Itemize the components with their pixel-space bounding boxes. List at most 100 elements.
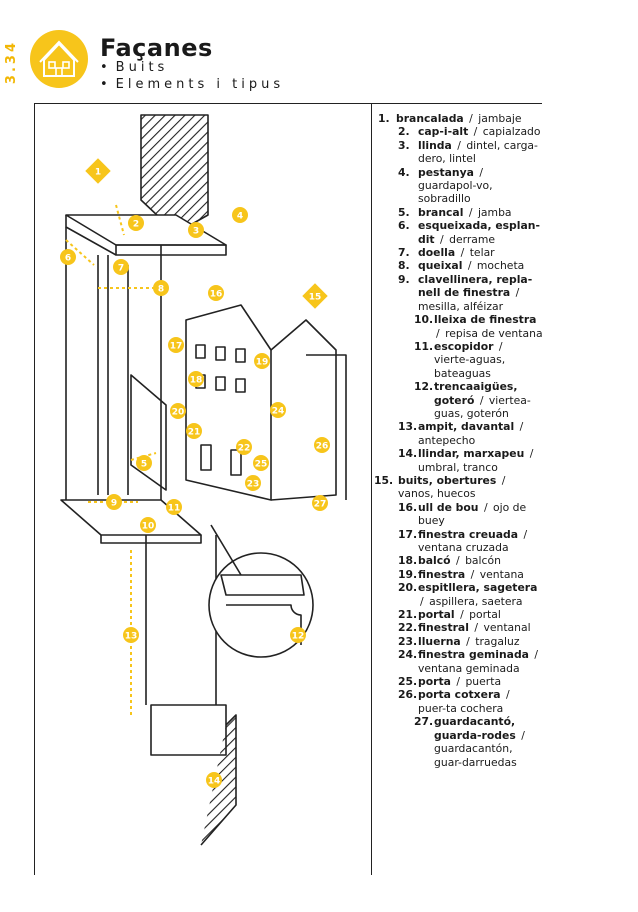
callout-marker-8: 8 — [153, 280, 169, 296]
legend-term: portal — [418, 608, 455, 622]
callout-number: 11 — [168, 504, 181, 514]
callout-number: 12 — [292, 632, 305, 642]
legend-translation: telar — [469, 246, 495, 260]
legend-separator: / — [460, 608, 464, 622]
callout-number: 5 — [141, 460, 147, 470]
legend-translation: vanos, huecos — [398, 487, 476, 501]
legend-term: escopidor — [434, 339, 494, 353]
legend-number: 20. — [398, 581, 418, 595]
legend-term: cap-i-alt — [418, 125, 469, 139]
callout-marker-11: 11 — [166, 499, 182, 515]
legend-number: 14. — [398, 447, 418, 461]
legend-translation: umbral, tranco — [418, 460, 498, 474]
legend-separator: / — [470, 567, 475, 581]
callout-marker-7: 7 — [113, 259, 129, 275]
legend-item: 25.porta / puerta — [378, 675, 543, 688]
legend-item: 19.finestra / ventana — [378, 568, 543, 581]
legend-separator: / — [420, 594, 424, 608]
legend-text: buits, obertures / vanos, huecos — [378, 474, 543, 501]
legend-translation: jamba — [477, 205, 512, 219]
top-rule — [34, 103, 542, 104]
legend-item: 13.ampit, davantal / antepecho — [378, 420, 543, 447]
legend-translation: guardacantón, guar-darruedas — [434, 742, 517, 769]
legend-term: finestral — [418, 621, 469, 635]
legend-separator: / — [440, 232, 444, 246]
legend-separator: / — [534, 648, 539, 662]
legend-term: balcó — [418, 554, 451, 568]
legend-number: 18. — [398, 554, 418, 568]
legend-text: clavellinera, repla-nell de finestra / m… — [378, 273, 543, 313]
callout-marker-6: 6 — [60, 249, 76, 265]
legend-separator: / — [460, 246, 465, 260]
legend-translation: puerta — [465, 675, 502, 689]
legend-separator: / — [498, 339, 503, 353]
callout-marker-9: 9 — [106, 494, 122, 510]
legend-item: 1.brancalada / jambaje — [378, 112, 543, 125]
legend-term: ampit, davantal — [418, 420, 515, 434]
legend-translation: viertea-guas, goterón — [434, 393, 531, 420]
callout-marker-14: 14 — [206, 772, 222, 788]
legend-text: porta cotxera / puer-ta cochera — [378, 688, 543, 715]
legend-translation: guardapol-vo, sobradillo — [418, 179, 493, 206]
legend-translation: portal — [469, 608, 501, 622]
legend-separator: / — [483, 500, 488, 514]
legend-number: 15. — [374, 473, 394, 487]
legend-translation: tragaluz — [475, 634, 520, 648]
legend-translation: dintel, carga-dero, lintel — [418, 138, 538, 166]
callout-number: 9 — [111, 499, 117, 509]
legend-text: finestra / ventana — [378, 568, 543, 581]
callout-marker-17: 17 — [168, 337, 184, 353]
legend-item: 2.cap-i-alt / capialzado — [378, 125, 543, 138]
legend-text: lluerna / tragaluz — [378, 635, 543, 648]
callout-marker-4: 4 — [232, 207, 248, 223]
callout-marker-23: 23 — [245, 475, 261, 491]
legend-term: ull de bou — [418, 500, 479, 514]
legend-text: ull de bou / ojo de buey — [378, 501, 543, 528]
legend-term: queixal — [418, 259, 463, 273]
legend-translation: mesilla, alféizar — [418, 299, 504, 313]
legend-number: 19. — [398, 567, 418, 581]
legend-text: doella / telar — [378, 246, 543, 259]
legend-text: escopidor / vierte-aguas, bateaguas — [378, 340, 543, 380]
subtitle-1-text: Buits — [115, 60, 169, 75]
legend-translation: capialzado — [482, 125, 541, 139]
legend-translation: mocheta — [476, 259, 525, 273]
legend-item: 18.balcó / balcón — [378, 554, 543, 567]
callout-number: 15 — [309, 293, 322, 303]
legend-text: brancalada / jambaje — [378, 112, 543, 125]
callout-number: 18 — [190, 376, 203, 386]
legend-item: 7.doella / telar — [378, 246, 543, 259]
legend-text: ampit, davantal / antepecho — [378, 420, 543, 447]
legend-text: queixal / mocheta — [378, 259, 543, 272]
legend-item: 15.buits, obertures / vanos, huecos — [374, 474, 543, 501]
callout-number: 13 — [125, 632, 138, 642]
legend-separator: / — [479, 165, 484, 179]
legend-text: lleixa de finestra / repisa de ventana — [378, 313, 543, 340]
legend-number: 11. — [414, 339, 434, 353]
callout-marker-19: 19 — [254, 353, 270, 369]
legend-text: esqueixada, esplan-dit / derrame — [378, 219, 543, 246]
legend-translation: jambaje — [478, 112, 522, 125]
legend-item: 26.porta cotxera / puer-ta cochera — [378, 688, 543, 715]
legend-term: llindar, marxapeu — [418, 447, 525, 461]
callout-marker-18: 18 — [188, 371, 204, 387]
legend-number: 4. — [398, 165, 410, 179]
legend-separator: / — [506, 688, 510, 702]
legend-number: 24. — [398, 648, 418, 662]
callout-number: 19 — [256, 358, 269, 368]
callout-marker-21: 21 — [186, 423, 202, 439]
legend-item: 3.llinda / dintel, carga-dero, lintel — [378, 139, 543, 166]
legend-text: espitllera, sagetera / aspillera, saeter… — [378, 581, 543, 608]
callout-number: 6 — [65, 254, 71, 264]
callout-number: 17 — [170, 342, 183, 352]
legend-number: 23. — [398, 634, 418, 648]
legend-term: finestra — [418, 567, 466, 581]
legend-term: pestanya — [418, 165, 474, 179]
legend-separator: / — [519, 420, 524, 434]
legend-term: esqueixada, esplan-dit — [418, 219, 540, 246]
legend-text: trencaaigües, goteró / viertea-guas, got… — [378, 380, 543, 420]
legend-term: porta cotxera — [418, 688, 501, 702]
callout-number: 8 — [158, 285, 164, 295]
legend-translation: vierte-aguas, bateaguas — [434, 353, 506, 380]
house-logo-icon — [30, 30, 88, 88]
